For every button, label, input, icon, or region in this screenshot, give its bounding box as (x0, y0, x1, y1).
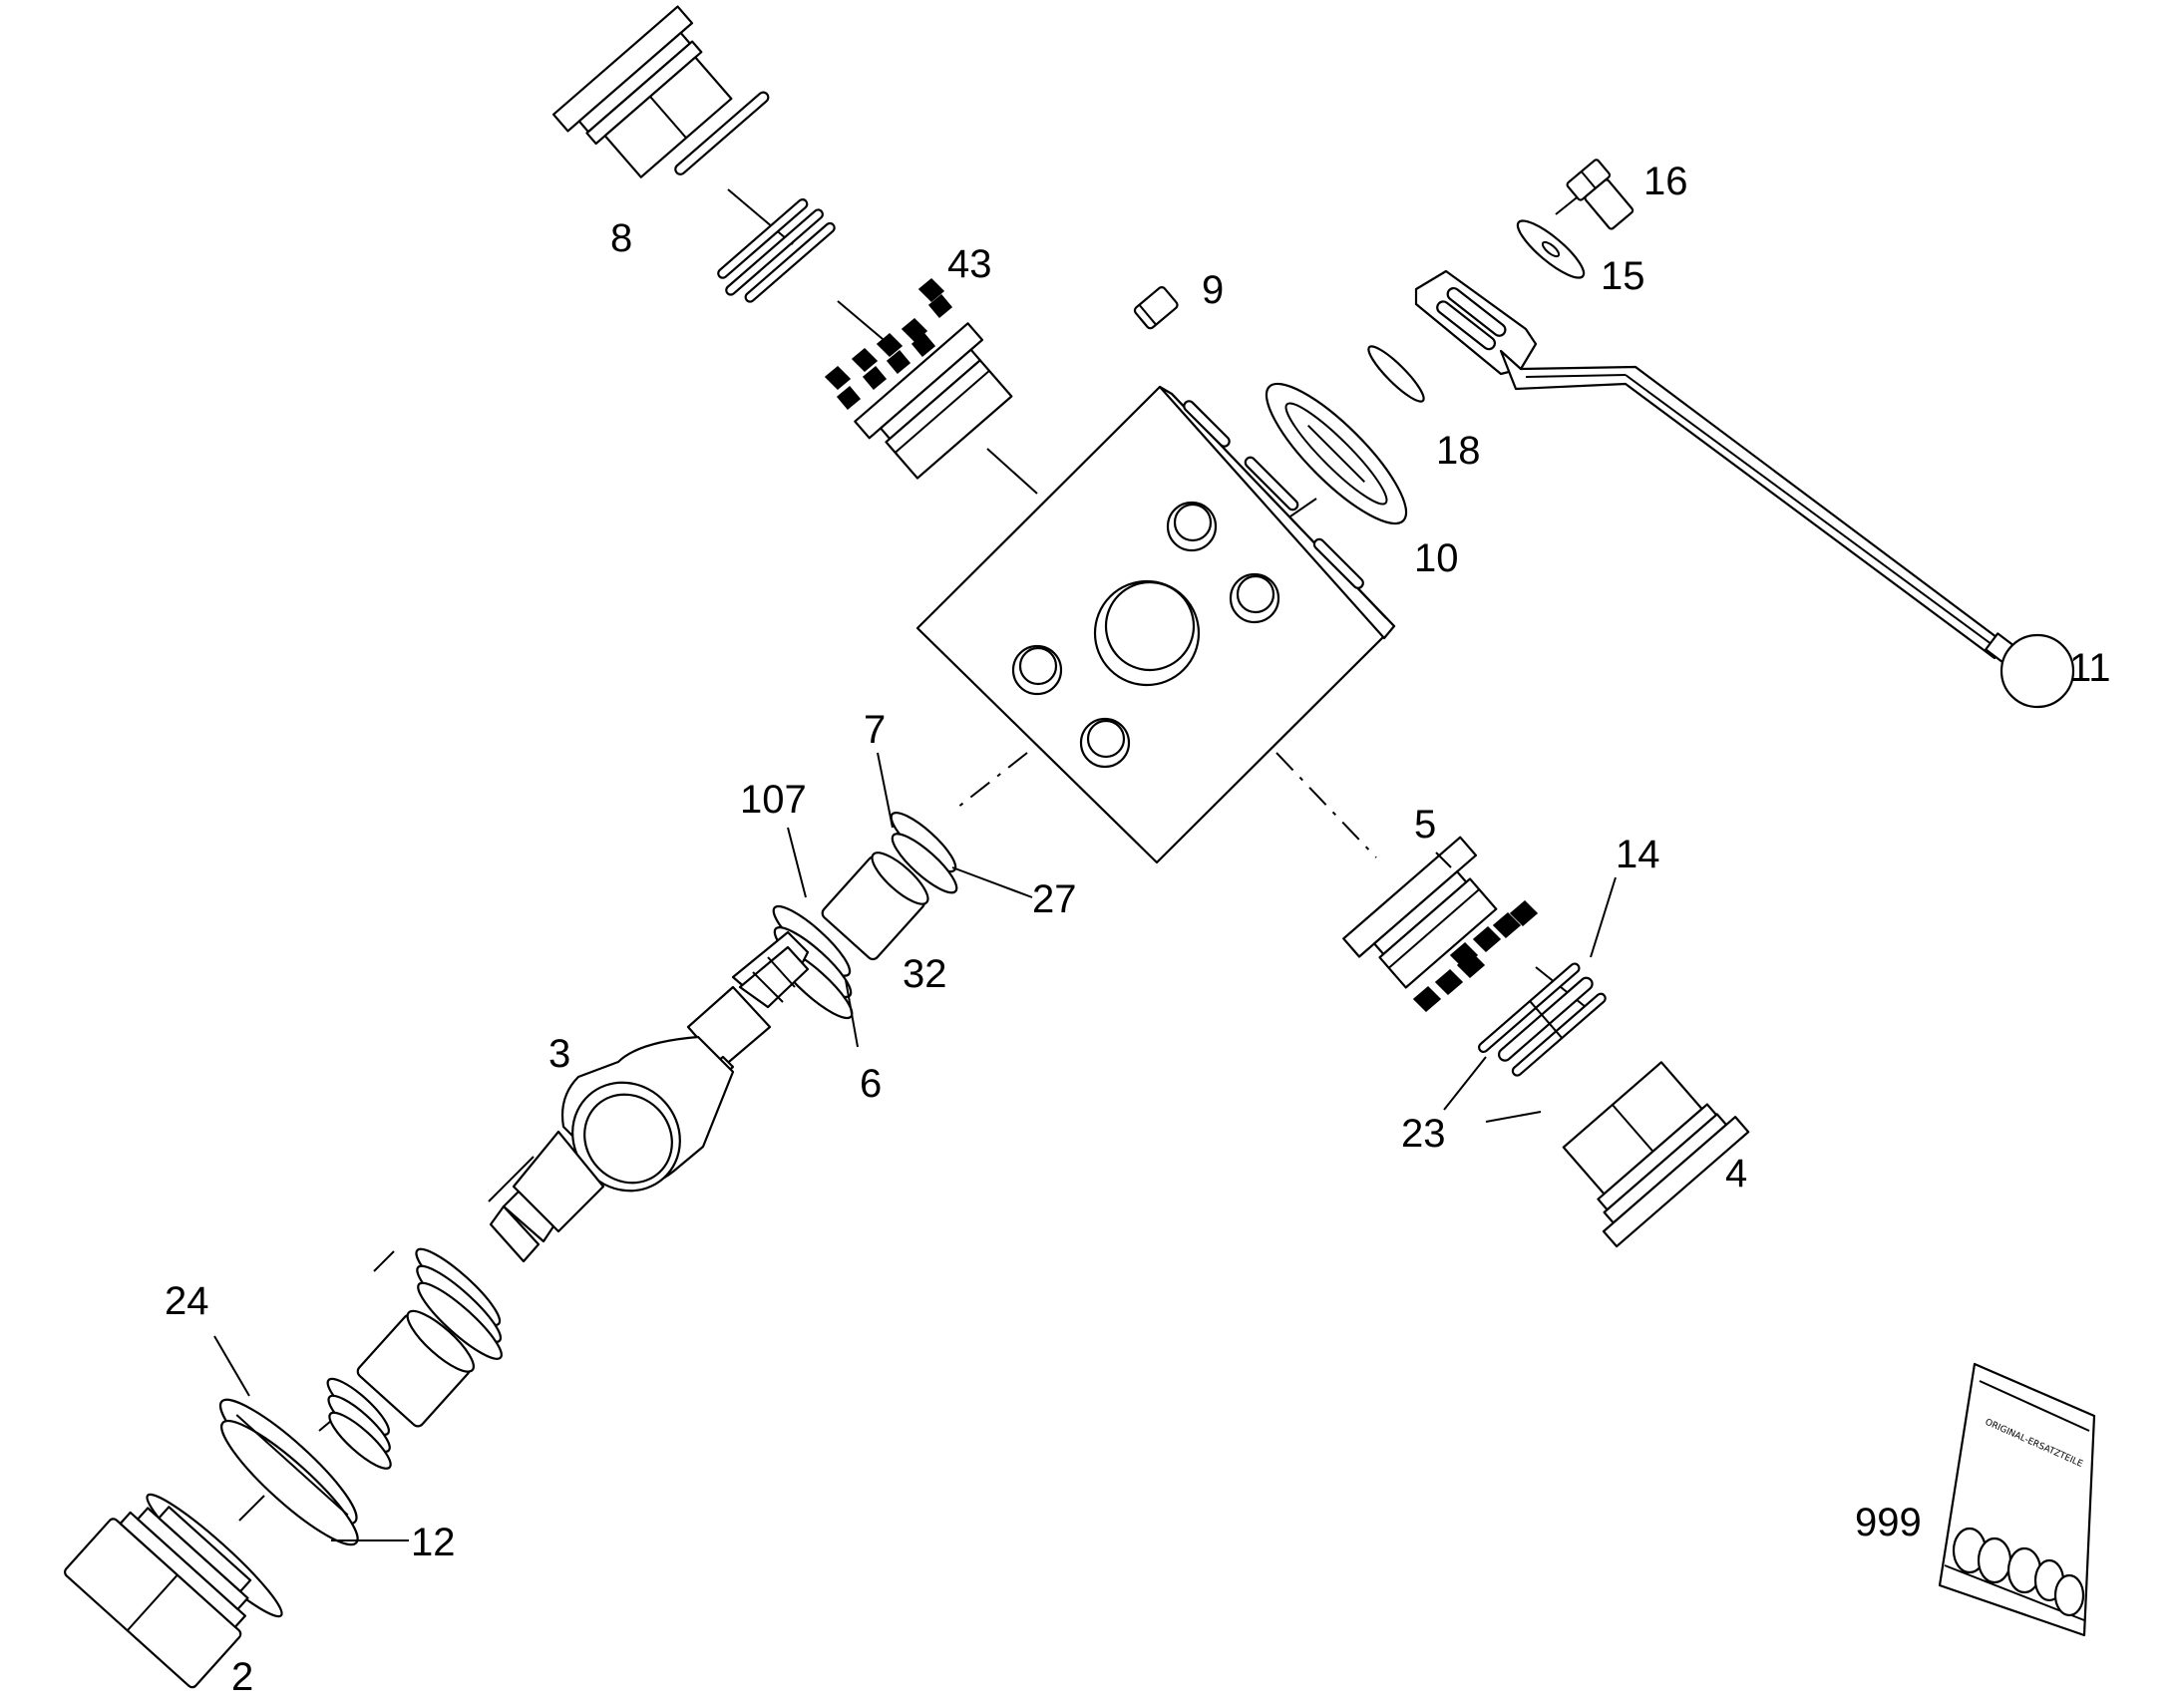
label-43: 43 (947, 242, 992, 286)
part-8-end-connector (551, 5, 770, 178)
label-11: 11 (2069, 646, 2111, 690)
label-7: 7 (864, 708, 886, 752)
label-6: 6 (860, 1062, 882, 1106)
valve-body (915, 385, 1396, 864)
part-14-23-seals (1478, 962, 1607, 1077)
label-16: 16 (1643, 160, 1688, 203)
part-9-pin (1133, 286, 1179, 330)
part-18-washer (1367, 345, 1425, 403)
part-43-packing (824, 277, 953, 411)
part-3-ball (489, 930, 810, 1263)
part-107-6-rings (772, 904, 854, 1020)
label-2: 2 (231, 1655, 253, 1699)
label-23: 23 (1401, 1112, 1446, 1156)
upper-gland-nut (854, 322, 1013, 480)
part-7-27-rings (890, 812, 958, 894)
label-15: 15 (1601, 254, 1645, 298)
label-9: 9 (1202, 268, 1224, 312)
label-3: 3 (548, 1032, 570, 1076)
part-10-stop-plate (1265, 382, 1408, 525)
part-15-washer (1516, 219, 1586, 279)
part-999-seal-kit-bag: ORIGINAL-ERSATZTEILE (1938, 1362, 2096, 1637)
part-5-gland-nut (1342, 836, 1498, 989)
label-107: 107 (740, 778, 807, 822)
label-24: 24 (165, 1279, 209, 1323)
label-999: 999 (1855, 1501, 1922, 1544)
label-14: 14 (1616, 833, 1660, 876)
part-8-seals (717, 198, 836, 303)
label-32: 32 (903, 952, 947, 996)
callout-labels: 2 3 4 5 6 7 8 9 10 11 12 14 15 16 18 23 … (165, 160, 2111, 1699)
label-12: 12 (411, 1521, 456, 1564)
part-24-12-rings (218, 1398, 359, 1546)
label-4: 4 (1725, 1152, 1747, 1196)
part-4-end-connector (1562, 1061, 1750, 1248)
label-leaders (213, 752, 1617, 1541)
part-32-seat (821, 852, 929, 961)
lower-left-rings-a (415, 1247, 503, 1360)
lower-packing (1412, 899, 1539, 1013)
label-18: 18 (1436, 429, 1481, 473)
label-5: 5 (1414, 803, 1436, 847)
label-10: 10 (1414, 536, 1459, 580)
label-8: 8 (610, 216, 632, 260)
lower-left-rings-b (326, 1377, 392, 1470)
label-27: 27 (1032, 877, 1077, 921)
part-16-bolt (1566, 159, 1635, 230)
part-11-handle (1414, 269, 2075, 709)
lower-left-seat (356, 1309, 475, 1428)
part-2-end-connector (64, 1506, 252, 1689)
